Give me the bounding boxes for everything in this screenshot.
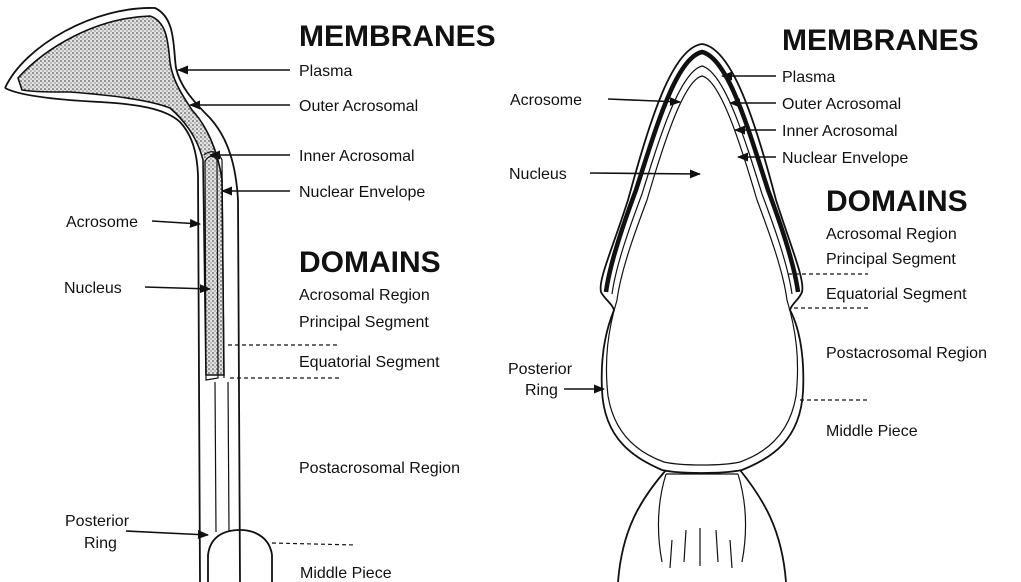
- right-label-nucleus: Nucleus: [509, 166, 567, 183]
- right-tail-fibers: [670, 528, 732, 568]
- left-label-outer-acrosomal: Outer Acrosomal: [299, 98, 418, 115]
- left-label-middle-piece: Middle Piece: [300, 565, 392, 582]
- left-plasma-outline-lower: [5, 88, 200, 582]
- right-middle-piece: [618, 470, 786, 582]
- right-label-posterior: Posterior: [508, 361, 573, 378]
- left-sperm-drawing: [5, 8, 272, 582]
- right-nuclear-envelope: [606, 76, 797, 465]
- left-label-ring: Ring: [84, 535, 117, 552]
- right-membranes-heading: MEMBRANES: [782, 24, 979, 57]
- right-sperm-drawing: [601, 44, 804, 582]
- right-domains-heading: DOMAINS: [826, 185, 968, 218]
- left-label-plasma: Plasma: [299, 63, 352, 80]
- left-label-equatorial-segment: Equatorial Segment: [299, 354, 440, 371]
- left-postacrosomal-line-2: [228, 382, 229, 532]
- right-label-principal-segment: Principal Segment: [826, 251, 956, 268]
- right-label-acrosome: Acrosome: [510, 92, 582, 109]
- right-label-plasma: Plasma: [782, 69, 835, 86]
- left-label-principal-segment: Principal Segment: [299, 314, 429, 331]
- left-domains-heading: DOMAINS: [299, 246, 441, 279]
- left-label-inner-acrosomal: Inner Acrosomal: [299, 148, 415, 165]
- left-label-postacrosomal-region: Postacrosomal Region: [299, 460, 460, 477]
- right-label-middle-piece: Middle Piece: [826, 423, 918, 440]
- right-head-outline: [601, 44, 804, 473]
- right-label-equatorial-segment: Equatorial Segment: [826, 286, 967, 303]
- left-label-acrosome: Acrosome: [66, 214, 138, 231]
- right-label-acrosomal-region: Acrosomal Region: [826, 226, 957, 243]
- right-label-postacrosomal-region: Postacrosomal Region: [826, 345, 987, 362]
- left-postacrosomal-line: [215, 382, 216, 532]
- left-label-nucleus: Nucleus: [64, 280, 122, 297]
- left-membranes-heading: MEMBRANES: [299, 20, 496, 53]
- right-labels: MEMBRANES Plasma Outer Acrosomal Inner A…: [508, 24, 987, 440]
- left-label-posterior: Posterior: [65, 513, 130, 530]
- left-label-nuclear-envelope: Nuclear Envelope: [299, 184, 425, 201]
- right-label-ring: Ring: [525, 382, 558, 399]
- left-label-acrosomal-region: Acrosomal Region: [299, 287, 430, 304]
- right-label-outer-acrosomal: Outer Acrosomal: [782, 96, 901, 113]
- right-label-nuclear-envelope: Nuclear Envelope: [782, 150, 908, 167]
- right-label-inner-acrosomal: Inner Acrosomal: [782, 123, 898, 140]
